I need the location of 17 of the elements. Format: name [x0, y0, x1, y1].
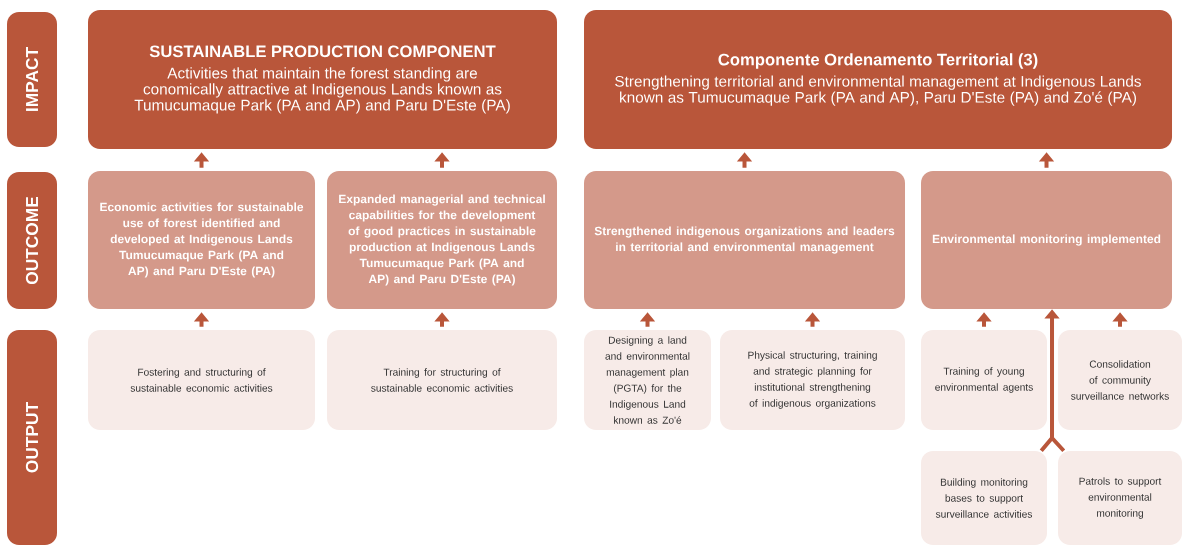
output-box: Building monitoring bases to support surveillance activities	[921, 451, 1047, 545]
outcome-box: Economic activities for sustainable use of forest identified and developed at Indigenous Lands Tumucumaque Park (PA and AP) and Paru D'Este (PA)	[88, 171, 315, 309]
output-box: Consolidation of community surveillance networks	[1058, 330, 1182, 430]
impact-box: Componente Ordenamento Territorial (3) Strengthening territorial and environmental management at Indigenous Lands known as Tumucumaque Park (PA and AP), Paru D'Este (PA) and Zo'é (PA)	[584, 10, 1172, 149]
row-label: IMPACT	[7, 12, 57, 147]
outcome-box: Strengthened indigenous organizations and leaders in territorial and environmental management	[584, 171, 905, 309]
impact-box: SUSTAINABLE PRODUCTION COMPONENT Activities that maintain the forest standing are conomically attractive at Indigenous Lands known as Tumucumaque Park (PA and AP) and Paru D'Este (PA)	[88, 10, 557, 149]
outcome-box: Environmental monitoring implemented	[921, 171, 1172, 309]
output-box: Training of young environmental agents	[921, 330, 1047, 430]
output-box: Patrols to support environmental monitoring	[1058, 451, 1182, 545]
output-box: Designing a land and environmental management plan (PGTA) for the Indigenous Land known as Zo'é	[584, 330, 711, 430]
output-box: Fostering and structuring of sustainable economic activities	[88, 330, 315, 430]
output-box: Physical structuring, training and strategic planning for institutional strengthening of indigenous organizations	[720, 330, 905, 430]
output-box: Training for structuring of sustainable economic activities	[327, 330, 557, 430]
outcome-box: Expanded managerial and technical capabilities for the development of good practices in sustainable production at Indigenous Lands Tumucumaque Park (PA and AP) and Paru D'Este (PA)	[327, 171, 557, 309]
row-label: OUTCOME	[7, 172, 57, 309]
row-label: OUTPUT	[7, 330, 57, 545]
